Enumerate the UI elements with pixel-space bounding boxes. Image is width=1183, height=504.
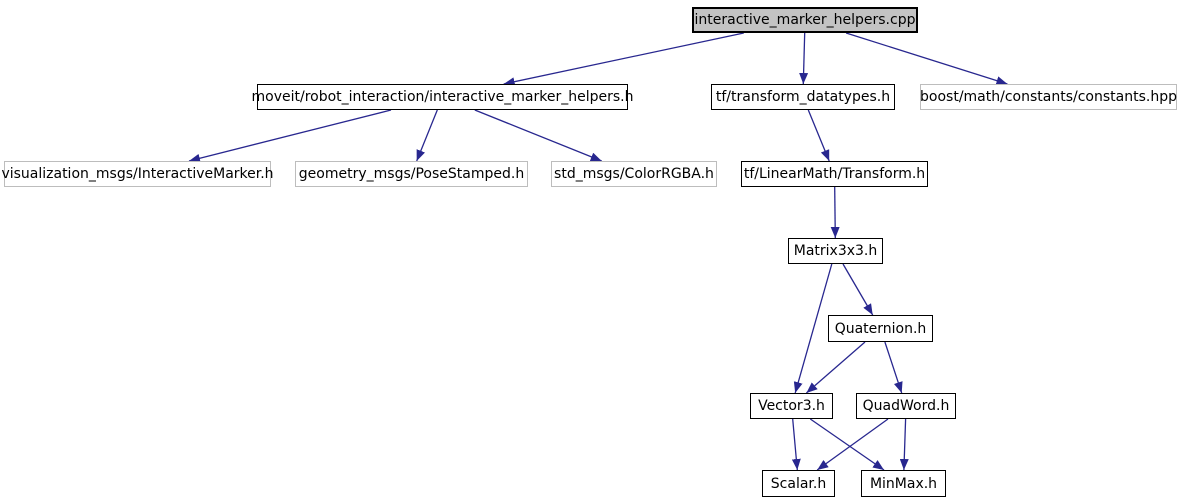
include-edge-vector3-to-minmax — [809, 418, 885, 471]
include-edge-quaternion-to-vector3 — [805, 341, 866, 394]
node-moveit-robot-interaction-interactive-marker-helpers-h[interactable]: moveit/robot_interaction/interactive_mar… — [252, 84, 633, 110]
node-tf-linearmath-transform-h[interactable]: tf/LinearMath/Transform.h — [741, 161, 928, 187]
include-edge-quaternion-to-quadword — [884, 341, 903, 394]
include-edge-tf_linearmath_transform-to-matrix3x3 — [830, 186, 840, 239]
include-edge-moveit_header-to-geometry_pose_stamped — [416, 109, 438, 162]
include-edge-moveit_header-to-viz_interactive_marker — [188, 109, 392, 163]
include-edge-quadword-to-scalar — [816, 418, 889, 471]
include-edge-cpp-to-boost_constants — [845, 32, 1008, 85]
include-edge-matrix3x3-to-vector3 — [793, 263, 833, 394]
include-edge-quadword-to-minmax — [899, 418, 909, 471]
include-edge-vector3-to-scalar — [791, 418, 801, 471]
include-edge-moveit_header-to-std_color_rgba — [474, 109, 602, 162]
include-edge-cpp-to-tf_transform_datatypes — [799, 32, 809, 85]
node-scalar-h[interactable]: Scalar.h — [762, 470, 835, 497]
node-geometry-msgs-pose-stamped-h: geometry_msgs/PoseStamped.h — [295, 161, 528, 187]
include-edge-tf_transform_datatypes-to-tf_linearmath_transform — [807, 109, 830, 162]
node-quaternion-h[interactable]: Quaternion.h — [828, 315, 933, 342]
node-vector3-h[interactable]: Vector3.h — [750, 393, 833, 419]
node-interactive-marker-helpers-cpp: interactive_marker_helpers.cpp — [692, 7, 918, 33]
node-tf-transform-datatypes-h[interactable]: tf/transform_datatypes.h — [711, 84, 895, 110]
include-edge-cpp-to-moveit_header — [503, 32, 744, 87]
node-matrix3x3-h[interactable]: Matrix3x3.h — [788, 238, 883, 264]
node-quadword-h[interactable]: QuadWord.h — [856, 393, 956, 419]
node-std-msgs-color-rgba-h: std_msgs/ColorRGBA.h — [551, 161, 717, 187]
node-boost-math-constants-hpp: boost/math/constants/constants.hpp — [920, 84, 1177, 110]
include-edge-matrix3x3-to-quaternion — [842, 263, 874, 316]
node-minmax-h[interactable]: MinMax.h — [861, 470, 946, 497]
node-visualization-msgs-interactive-marker-h: visualization_msgs/InteractiveMarker.h — [1, 161, 274, 187]
